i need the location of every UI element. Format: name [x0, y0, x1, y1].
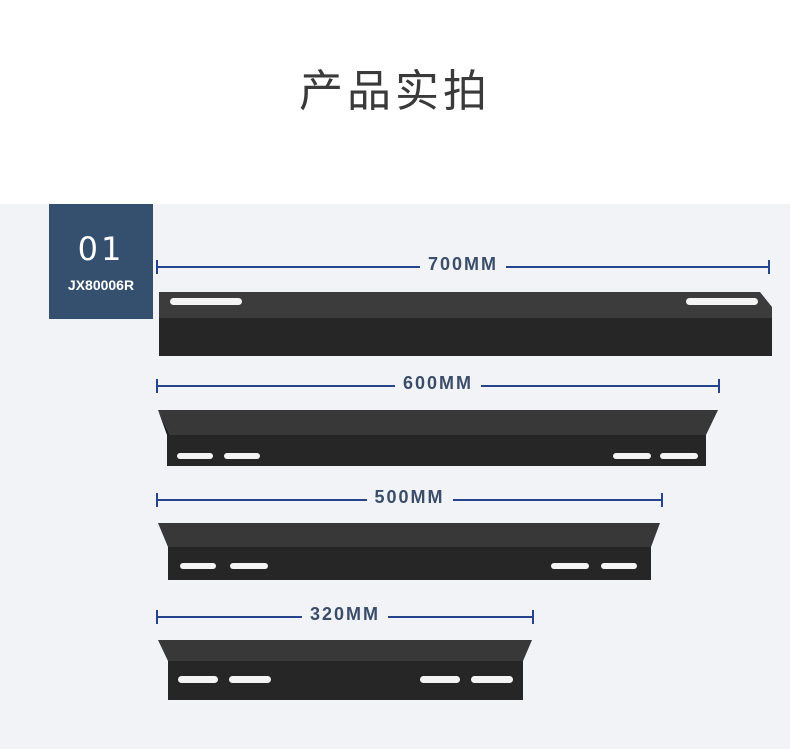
- dimension-cap-left: [156, 379, 158, 393]
- dimension-cap-right: [661, 493, 663, 507]
- dimension-cap-right: [532, 610, 534, 624]
- dimension-700mm: 700MM: [156, 254, 770, 275]
- dimension-cap-right: [768, 260, 770, 274]
- bracket-500mm: [158, 523, 660, 580]
- dimension-label: 500MM: [366, 487, 453, 508]
- bracket-320mm: [158, 640, 532, 700]
- bracket-600mm: [158, 410, 718, 466]
- model-code: JX80006R: [67, 277, 135, 293]
- bracket-700mm: [159, 292, 772, 356]
- dimension-label: 320MM: [301, 604, 389, 625]
- dimension-500mm: 500MM: [156, 487, 663, 508]
- page-title: 产品实拍: [299, 66, 491, 117]
- badge-number: 01: [77, 230, 125, 268]
- dimension-cap-left: [156, 610, 158, 624]
- dimension-label: 600MM: [394, 373, 482, 394]
- dimension-320mm: 320MM: [156, 604, 534, 625]
- model-badge: 01 JX80006R: [49, 204, 153, 319]
- dimension-cap-left: [156, 260, 158, 274]
- dimension-cap-right: [718, 379, 720, 393]
- dimension-cap-left: [156, 493, 158, 507]
- dimension-600mm: 600MM: [156, 373, 720, 394]
- dimension-label: 700MM: [419, 254, 507, 275]
